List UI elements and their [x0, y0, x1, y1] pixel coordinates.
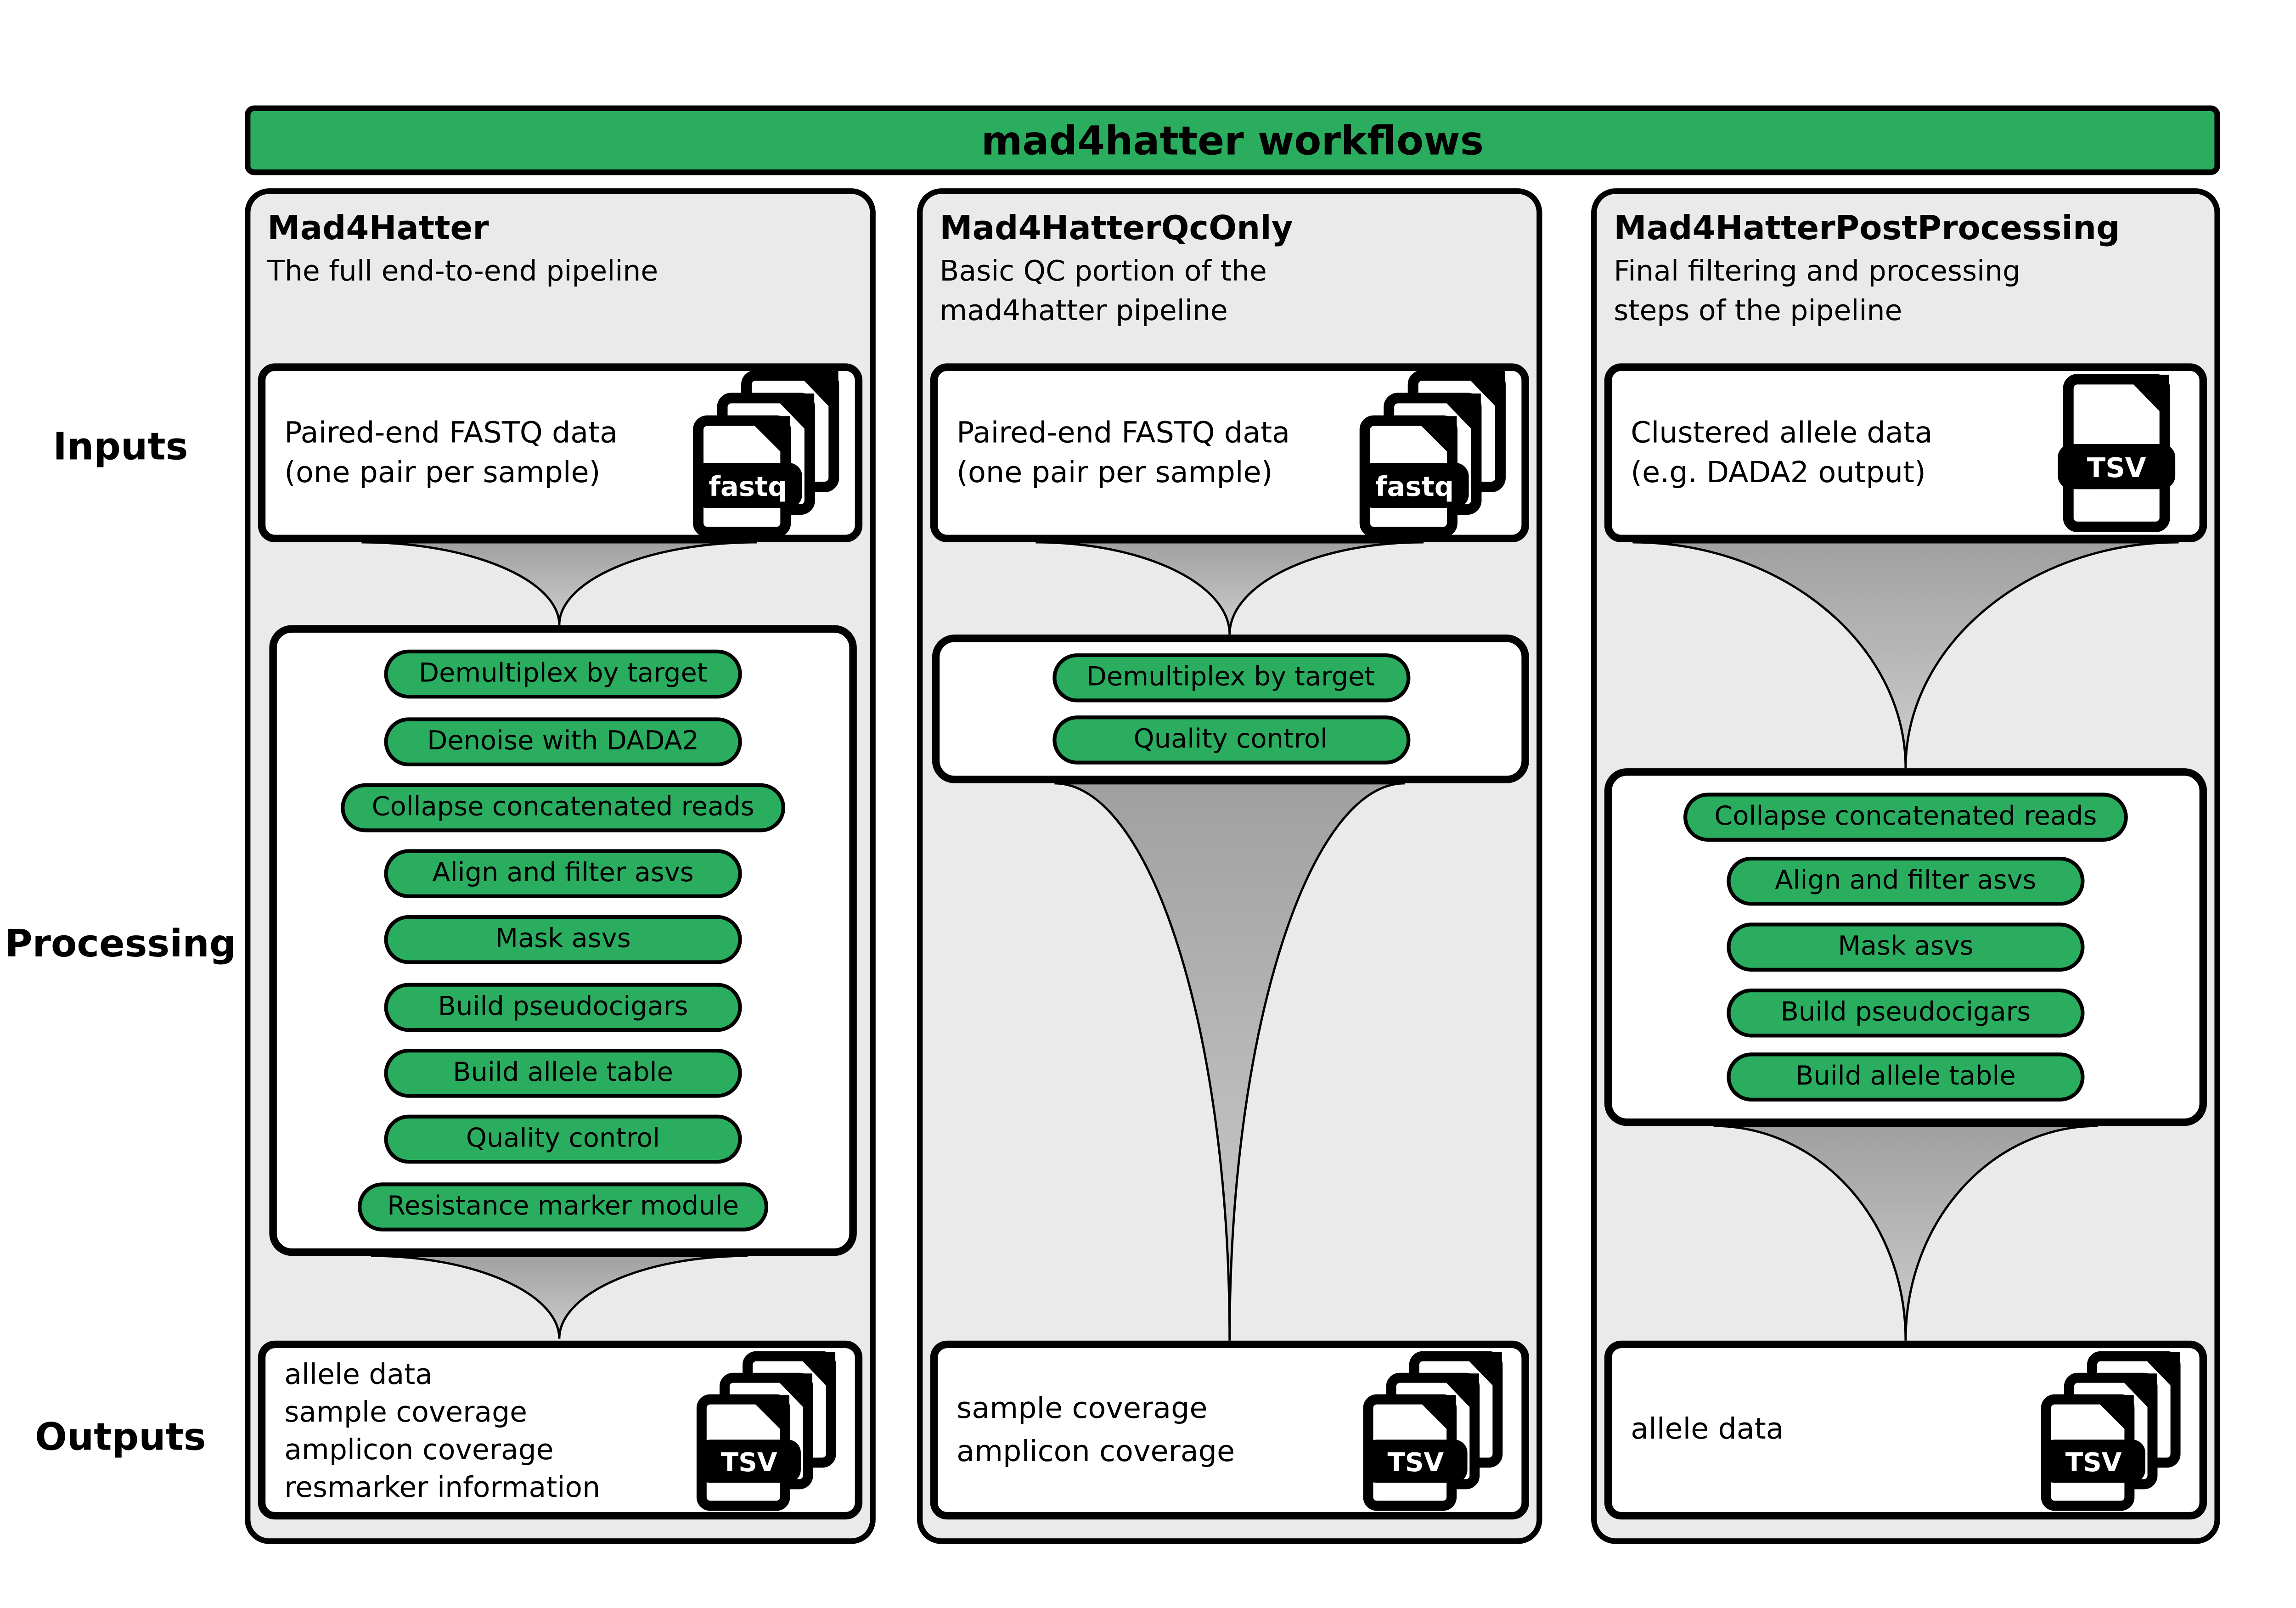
file-type-label: fastq	[709, 470, 787, 501]
column-header: Mad4HatterQcOnly Basic QC portion of the…	[940, 207, 1535, 332]
input-line: Paired-end FASTQ data	[284, 415, 618, 450]
output-line: resmarker information	[284, 1469, 601, 1504]
input-box: Paired-end FASTQ data (one pair per samp…	[930, 363, 1529, 543]
workflow-title-bar: mad4hatter workflows	[245, 105, 2220, 175]
step-label: Align and filter asvs	[1775, 866, 2037, 897]
output-box: allele data TSV	[1604, 1340, 2207, 1520]
output-line: allele data	[284, 1356, 433, 1391]
funnel-connector	[1629, 540, 2183, 772]
step-label: Demultiplex by target	[418, 659, 708, 690]
output-box: allele data sample coverage amplicon cov…	[258, 1340, 863, 1520]
step-pill: Build allele table	[1727, 1053, 2085, 1102]
output-line: amplicon coverage	[284, 1432, 554, 1466]
step-label: Build pseudocigars	[438, 992, 688, 1022]
input-line: Paired-end FASTQ data	[957, 415, 1290, 450]
column-description-line: mad4hatter pipeline	[940, 293, 1228, 328]
processing-box: Collapse concatenated reads Align and fi…	[1604, 768, 2207, 1126]
step-label: Collapse concatenated reads	[371, 792, 754, 823]
step-pill: Align and filter asvs	[384, 849, 742, 899]
output-line: sample coverage	[957, 1390, 1208, 1425]
output-box: sample coverage amplicon coverage TSV	[930, 1340, 1529, 1520]
column-description-line: The full end-to-end pipeline	[267, 254, 658, 288]
file-type-label: TSV	[2065, 1447, 2122, 1477]
column-description-line: Basic QC portion of the	[940, 254, 1267, 288]
input-line: (one pair per sample)	[957, 455, 1273, 489]
column-title: Mad4Hatter	[267, 211, 489, 249]
input-box: Paired-end FASTQ data (one pair per samp…	[258, 363, 863, 543]
funnel-connector	[1710, 1124, 2101, 1344]
file-type-label: TSV	[1388, 1447, 1444, 1477]
tsv-file-stack-icon: TSV	[1356, 1349, 1522, 1511]
output-text: sample coverage amplicon coverage	[938, 1387, 1356, 1473]
file-type-label: TSV	[2087, 451, 2146, 483]
funnel-connector	[1032, 540, 1427, 638]
column-header: Mad4Hatter The full end-to-end pipeline	[267, 207, 862, 292]
input-line: (one pair per sample)	[284, 455, 601, 489]
output-line: allele data	[1631, 1412, 1784, 1446]
output-text: allele data	[1612, 1410, 2034, 1450]
input-text: Paired-end FASTQ data (one pair per samp…	[265, 413, 689, 492]
step-pill: Demultiplex by target	[1052, 654, 1410, 703]
processing-box: Demultiplex by target Quality control	[932, 634, 1529, 783]
step-pill: Collapse concatenated reads	[1684, 792, 2127, 841]
fastq-file-stack-icon: fastq	[1356, 369, 1522, 537]
step-pill: Mask asvs	[384, 916, 742, 965]
step-label: Align and filter asvs	[432, 859, 694, 889]
column-description-line: steps of the pipeline	[1614, 293, 1902, 328]
input-line: (e.g. DADA2 output)	[1631, 455, 1926, 489]
funnel-connector	[1051, 782, 1408, 1344]
tsv-file-icon: TSV	[2034, 372, 2200, 534]
step-label: Quality control	[466, 1124, 660, 1155]
column-description-line: Final filtering and processing	[1614, 254, 2021, 288]
step-pill: Build pseudocigars	[1727, 988, 2085, 1037]
step-pill: Collapse concatenated reads	[341, 783, 785, 832]
tsv-file-stack-icon: TSV	[2034, 1349, 2200, 1511]
output-text: allele data sample coverage amplicon cov…	[265, 1355, 689, 1505]
step-label: Denoise with DADA2	[427, 726, 699, 756]
step-label: Mask asvs	[1838, 932, 1974, 962]
input-text: Clustered allele data (e.g. DADA2 output…	[1612, 413, 2034, 492]
step-pill: Build allele table	[384, 1049, 742, 1098]
funnel-connector	[358, 540, 761, 629]
input-line: Clustered allele data	[1631, 415, 1933, 450]
row-label-inputs: Inputs	[53, 423, 188, 469]
step-label: Build pseudocigars	[1780, 997, 2031, 1028]
file-type-label: TSV	[721, 1447, 777, 1477]
step-label: Build allele table	[1795, 1062, 2016, 1093]
column-header: Mad4HatterPostProcessing Final filtering…	[1614, 207, 2209, 332]
column-title: Mad4HatterQcOnly	[940, 211, 1293, 249]
input-box: Clustered allele data (e.g. DADA2 output…	[1604, 363, 2207, 543]
step-label: Mask asvs	[495, 925, 631, 956]
column-title: Mad4HatterPostProcessing	[1614, 211, 2120, 249]
step-label: Collapse concatenated reads	[1714, 801, 2097, 832]
step-pill: Quality control	[384, 1115, 742, 1164]
fastq-file-stack-icon: fastq	[689, 369, 855, 537]
funnel-connector	[367, 1254, 752, 1343]
step-label: Build allele table	[453, 1058, 673, 1089]
tsv-file-stack-icon: TSV	[689, 1349, 855, 1511]
row-label-processing: Processing	[5, 921, 236, 966]
output-line: sample coverage	[284, 1394, 528, 1428]
output-line: amplicon coverage	[957, 1434, 1235, 1468]
input-text: Paired-end FASTQ data (one pair per samp…	[938, 413, 1356, 492]
step-pill: Demultiplex by target	[384, 650, 742, 699]
step-pill: Align and filter asvs	[1727, 857, 2085, 906]
workflow-title: mad4hatter workflows	[981, 118, 1484, 163]
step-pill: Resistance marker module	[357, 1181, 769, 1231]
step-pill: Quality control	[1052, 714, 1410, 764]
step-label: Demultiplex by target	[1086, 663, 1375, 694]
step-pill: Denoise with DADA2	[384, 716, 742, 766]
row-label-outputs: Outputs	[35, 1414, 206, 1460]
step-pill: Mask asvs	[1727, 922, 2085, 972]
step-label: Quality control	[1133, 724, 1328, 754]
processing-box: Demultiplex by target Denoise with DADA2…	[269, 625, 857, 1256]
file-type-label: fastq	[1375, 470, 1454, 501]
step-label: Resistance marker module	[387, 1191, 739, 1222]
step-pill: Build pseudocigars	[384, 982, 742, 1032]
